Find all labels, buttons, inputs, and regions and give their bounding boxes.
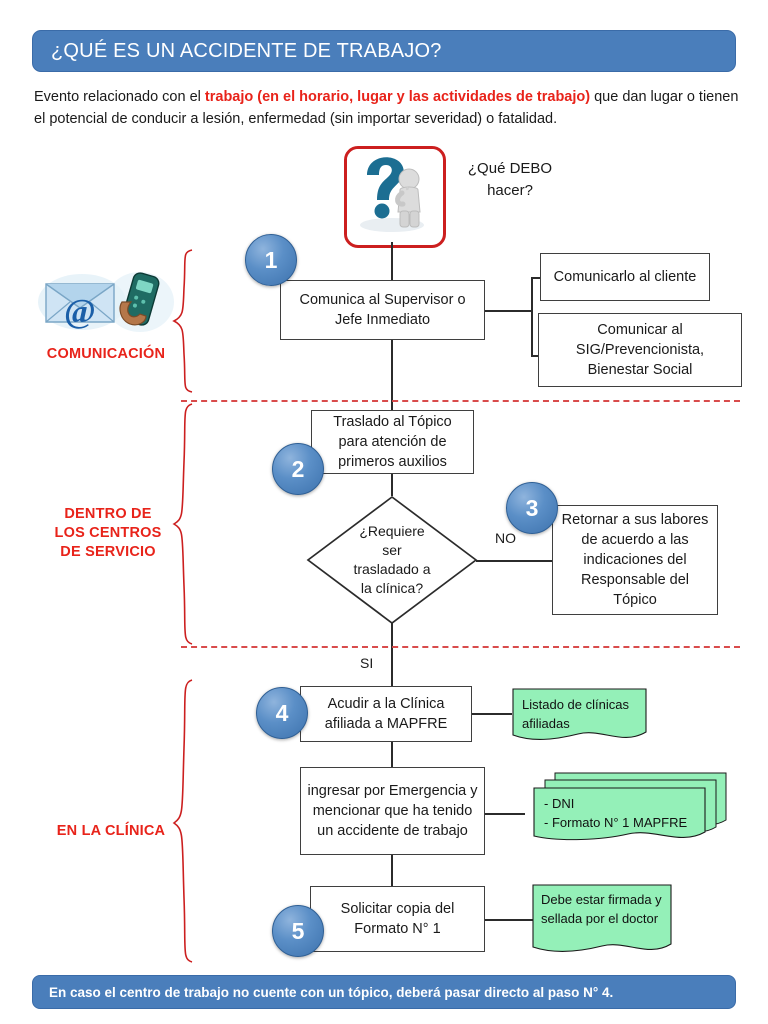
intro-part1: Evento relacionado con el	[34, 89, 205, 105]
box-retornar-labores: Retornar a sus labores de acuerdo a las …	[552, 505, 718, 615]
centros-line1: DENTRO DE	[64, 506, 152, 522]
step-number: 4	[275, 699, 289, 726]
decision-line4: la clínica?	[360, 580, 424, 596]
step-number: 3	[525, 494, 539, 521]
connector-box1-right	[485, 310, 531, 312]
note-documentos-line1: - DNI	[544, 796, 575, 811]
centros-line3: DE SERVICIO	[60, 544, 156, 560]
connector-to-firmada-note	[485, 919, 533, 921]
connector-no-branch	[476, 560, 554, 562]
question-card-label: ¿Qué DEBO hacer?	[467, 160, 553, 199]
step-circle-3: 3	[506, 482, 558, 534]
note-documentos: - DNI - Formato N° 1 MAPFRE	[520, 770, 730, 848]
step-number: 5	[291, 917, 305, 944]
box-traslado-topico: Traslado al Tópico para atención de prim…	[311, 410, 474, 474]
decision-line1: ¿Requiere	[359, 523, 425, 539]
decision-label: ¿Requiere ser trasladado a la clínica?	[306, 495, 478, 625]
box-acudir-clinica: Acudir a la Clínica afiliada a MAPFRE	[300, 686, 472, 742]
box-comunicar-cliente: Comunicarlo al cliente	[540, 253, 710, 301]
box-label: Comunicarlo al cliente	[553, 269, 697, 285]
step-circle-5: 5	[272, 905, 324, 957]
intro-part2: que dan lugar o tienen el potencial de c…	[34, 89, 739, 127]
question-mark-person-icon	[347, 149, 437, 239]
footer-text: En caso el centro de trabajo no cuente c…	[49, 984, 614, 1000]
step-circle-2: 2	[272, 443, 324, 495]
box-label: ingresar por Emergencia y mencionar que …	[307, 783, 478, 839]
box-label: Comunica al Supervisor o Jefe Inmediato	[299, 292, 466, 328]
connector-box5-to-box6	[391, 855, 393, 887]
step-number: 2	[291, 455, 305, 482]
section-label-comunicacion: COMUNICACIÓN	[46, 346, 166, 362]
decision-diamond: ¿Requiere ser trasladado a la clínica?	[306, 495, 478, 625]
note-label: Listado de clínicas afiliadas	[522, 697, 629, 731]
step-circle-1: 1	[245, 234, 297, 286]
step-circle-4: 4	[256, 687, 308, 739]
at-symbol-icon: @	[64, 293, 96, 330]
intro-highlight: trabajo (en el horario, lugar y las acti…	[204, 89, 591, 105]
communication-clipart: @	[36, 268, 176, 334]
note-documentos-line2: - Formato N° 1 MAPFRE	[544, 815, 688, 830]
header-banner: ¿QUÉ ES UN ACCIDENTE DE TRABAJO?	[32, 30, 736, 72]
centros-line2: LOS CENTROS	[54, 525, 162, 541]
box-label: Acudir a la Clínica afiliada a MAPFRE	[324, 696, 448, 732]
box-solicitar-copia: Solicitar copia del Formato N° 1	[310, 886, 485, 952]
note-firmada-sellada: Debe estar firmada y sellada por el doct…	[532, 884, 672, 958]
envelope-icon	[45, 283, 115, 323]
question-mark-card	[344, 146, 446, 248]
box-comunica-supervisor: Comunica al Supervisor o Jefe Inmediato	[280, 280, 485, 340]
section-label-centros: DENTRO DE LOS CENTROS DE SERVICIO	[28, 505, 188, 562]
box-ingresar-emergencia: ingresar por Emergencia y mencionar que …	[300, 767, 485, 855]
connector-to-listado-note	[472, 713, 512, 715]
page-title: ¿QUÉ ES UN ACCIDENTE DE TRABAJO?	[51, 39, 442, 62]
connector-box1-to-box2	[391, 340, 393, 410]
box-label: Solicitar copia del Formato N° 1	[340, 901, 455, 937]
connector-card-to-box1	[391, 242, 393, 280]
box-comunicar-sig: Comunicar al SIG/Prevencionista, Bienest…	[538, 313, 742, 387]
edge-label-no: NO	[492, 530, 519, 546]
box-label: Traslado al Tópico para atención de prim…	[333, 414, 452, 470]
note-label: Debe estar firmada y sellada por el doct…	[541, 892, 662, 926]
connector-box4-to-box5	[391, 742, 393, 768]
connector-branch-vertical	[531, 277, 533, 355]
section-label-clinica: EN LA CLÍNICA	[56, 823, 166, 839]
brace-centros	[172, 403, 193, 645]
box-label: Retornar a sus labores de acuerdo a las …	[561, 512, 709, 608]
hand-phone-icon	[119, 272, 160, 326]
step-number: 1	[264, 246, 278, 273]
decision-line2: ser	[382, 542, 402, 558]
edge-label-si: SI	[357, 655, 377, 671]
brace-clinica	[172, 679, 193, 963]
footer-banner: En caso el centro de trabajo no cuente c…	[32, 975, 736, 1009]
section-divider-bottom	[181, 646, 740, 648]
intro-paragraph: Evento relacionado con el trabajo (en el…	[34, 86, 740, 130]
box-label: Comunicar al SIG/Prevencionista, Bienest…	[575, 322, 705, 378]
connector-to-documentos-note	[485, 813, 525, 815]
section-divider-top	[181, 400, 740, 402]
connector-box2-to-diamond	[391, 474, 393, 496]
svg-text:@: @	[64, 293, 96, 330]
connector-si-branch	[391, 623, 393, 686]
brace-comunicacion	[172, 249, 193, 393]
note-listado-clinicas: Listado de clínicas afiliadas	[512, 688, 647, 744]
decision-line3: trasladado a	[353, 561, 431, 577]
